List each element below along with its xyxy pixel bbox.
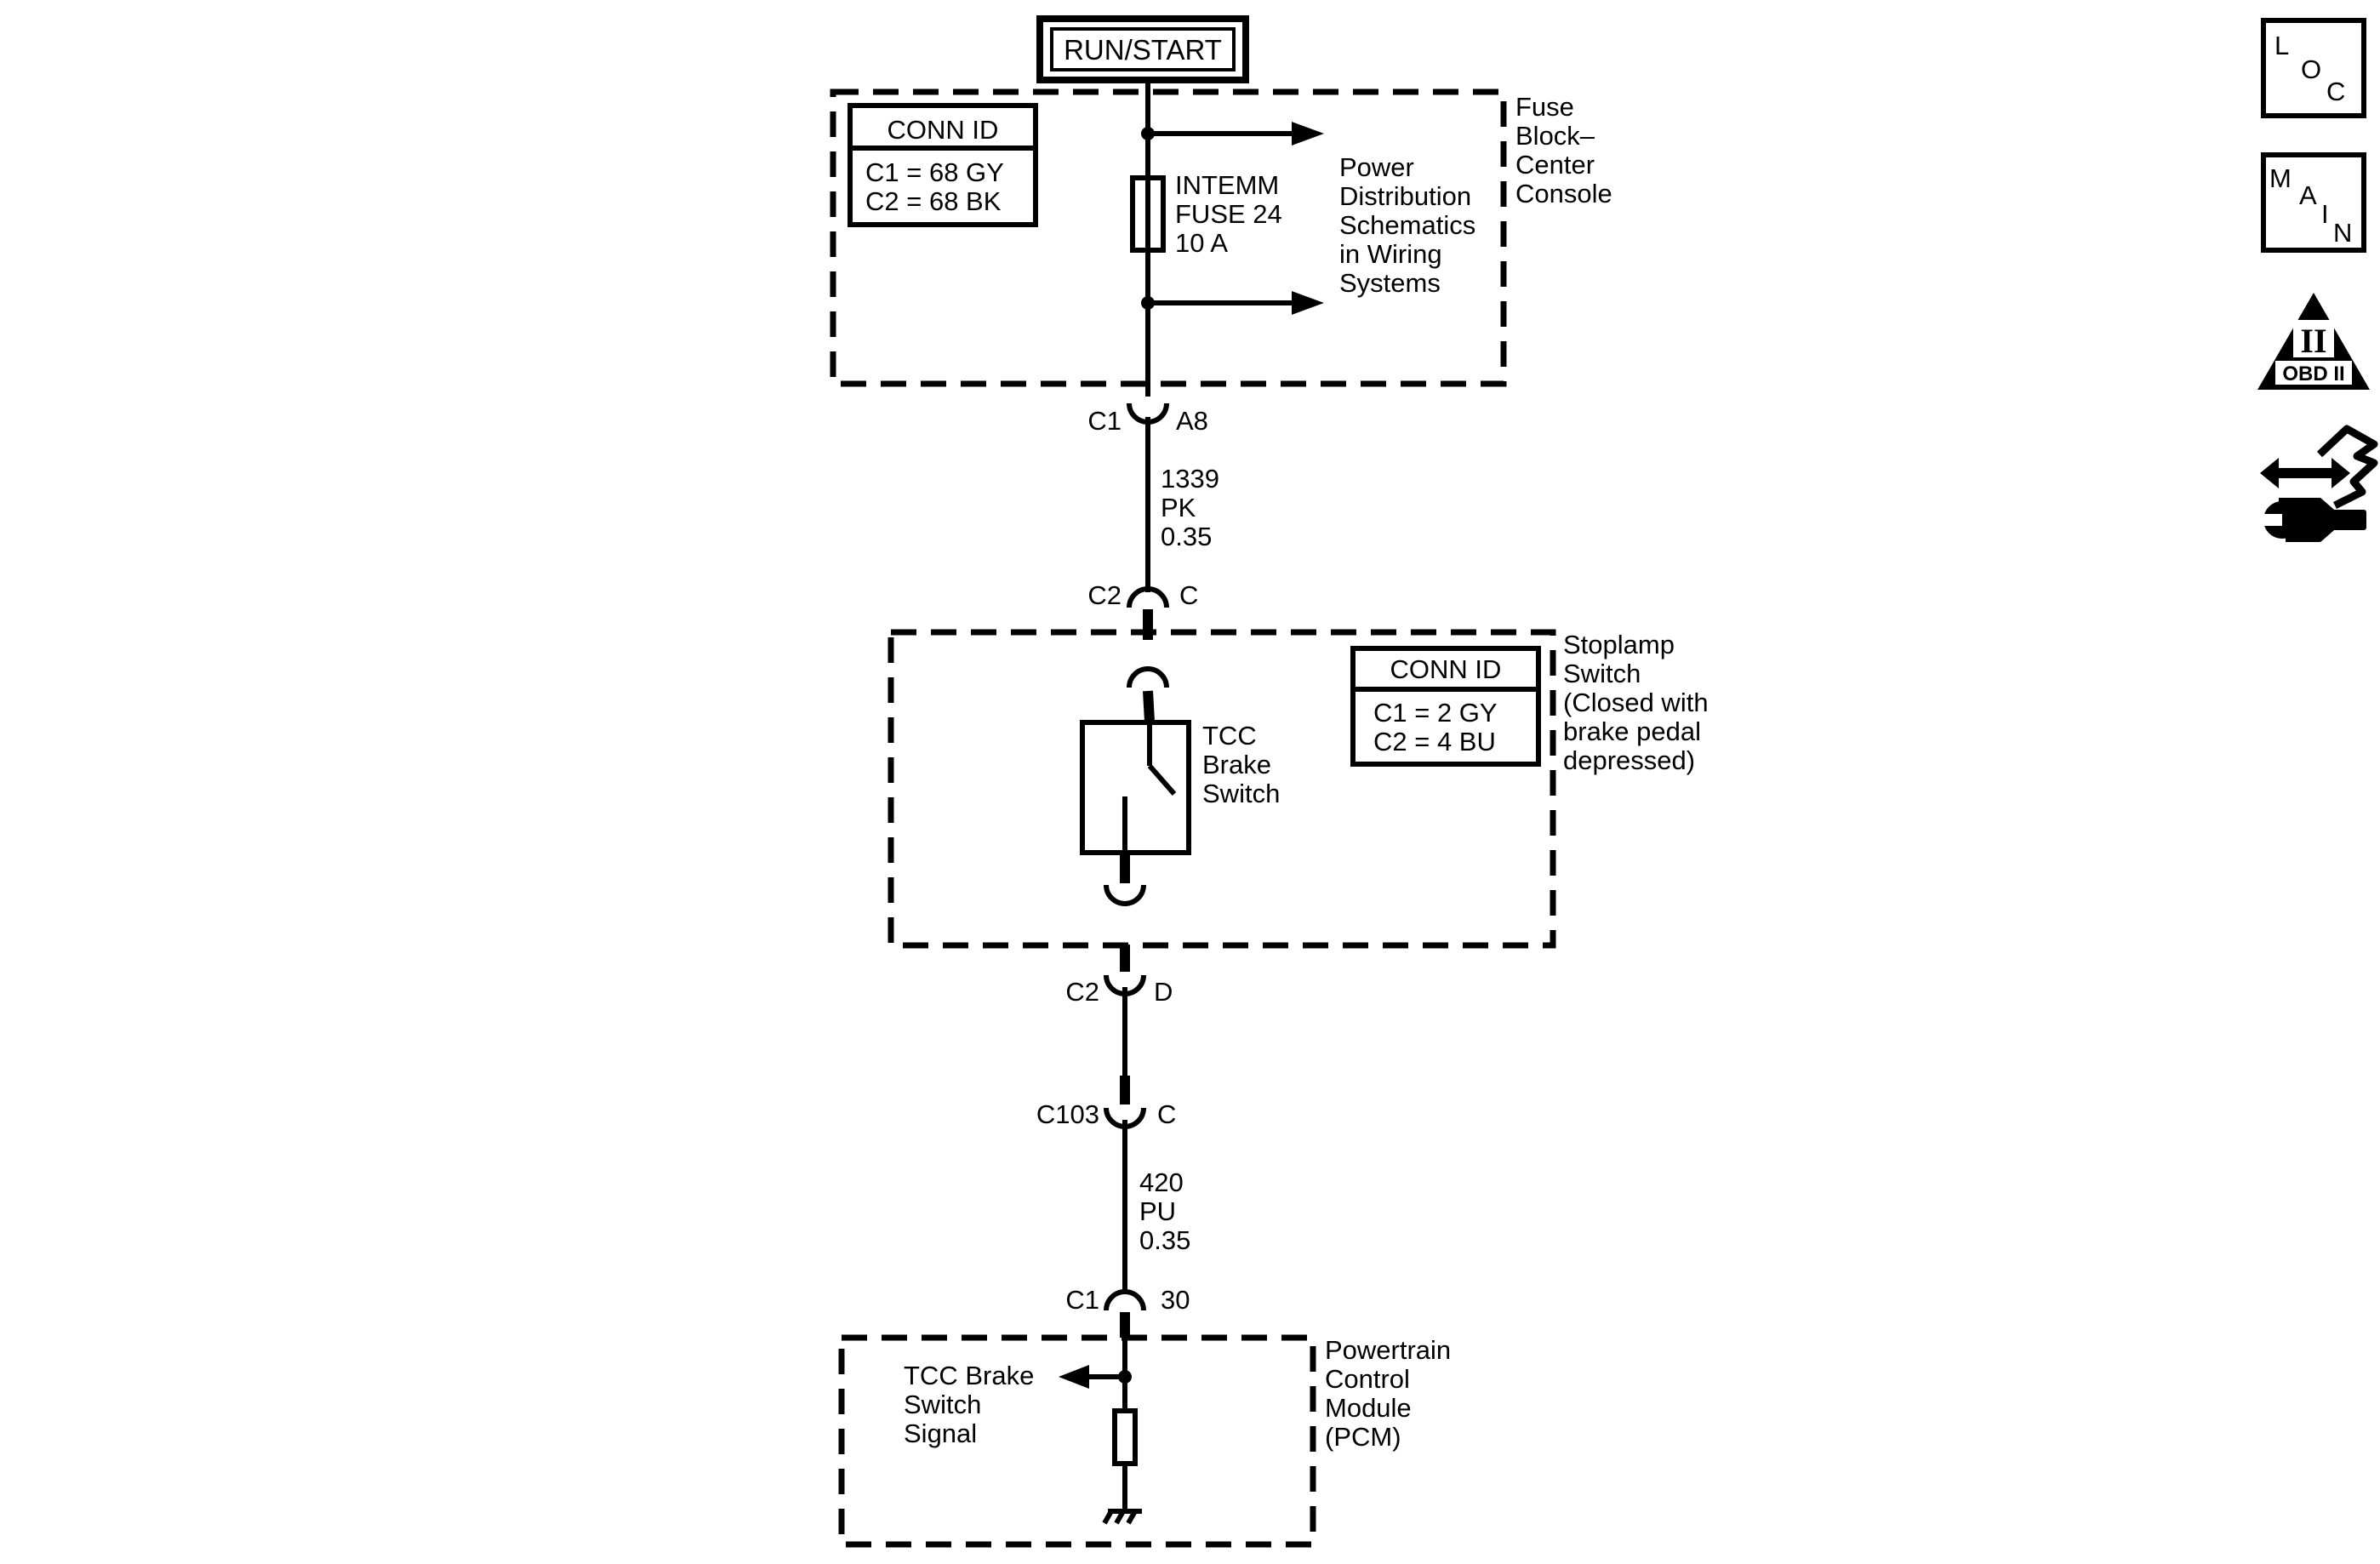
wire-1339-gauge: 0.35 bbox=[1161, 522, 1212, 551]
connector-name: C2 bbox=[1087, 580, 1122, 610]
fuse-block-outline bbox=[830, 88, 1507, 387]
fuse-label-3: 10 A bbox=[1175, 228, 1228, 258]
ground-icon bbox=[1102, 1509, 1142, 1525]
switch-contact-arm bbox=[1147, 764, 1177, 796]
switch-label-1: TCC bbox=[1202, 721, 1257, 751]
stoplamp-title-2: Switch bbox=[1563, 659, 1641, 688]
signal-label-1: TCC Brake bbox=[904, 1361, 1034, 1390]
conn-id-line-1: C1 = 68 GY bbox=[865, 157, 1004, 187]
tcc-brake-switch-body bbox=[1080, 720, 1191, 855]
svg-text:C: C bbox=[2326, 77, 2345, 106]
connector-pin: D bbox=[1154, 977, 1173, 1007]
pcm-outline bbox=[838, 1334, 1316, 1548]
svg-text:N: N bbox=[2333, 218, 2352, 248]
svg-text:OBD II: OBD II bbox=[2282, 362, 2344, 385]
connector-switch-c2-top: C2 C bbox=[1087, 580, 1198, 640]
switch-label-2: Brake bbox=[1202, 750, 1271, 779]
wire-1339-circuit: 1339 bbox=[1161, 464, 1219, 494]
power-note-4: in Wiring bbox=[1339, 239, 1442, 269]
fuse-block-title-3: Center bbox=[1515, 150, 1595, 180]
wire-420-color: PU bbox=[1139, 1196, 1176, 1226]
fuse-block: Fuse Block– Center Console CONN ID C1 = … bbox=[830, 80, 1612, 397]
stoplamp-switch-outline bbox=[888, 629, 1556, 949]
power-note-1: Power bbox=[1339, 152, 1414, 182]
pcm-title-4: (PCM) bbox=[1325, 1422, 1401, 1452]
power-note-5: Systems bbox=[1339, 268, 1441, 298]
loc-icon[interactable]: L O C bbox=[2261, 18, 2366, 118]
svg-text:M: M bbox=[2269, 163, 2292, 193]
fuse-label-1: INTEMM bbox=[1175, 170, 1279, 200]
switch-label-3: Switch bbox=[1202, 779, 1280, 808]
pcm-title-2: Control bbox=[1325, 1364, 1410, 1394]
arrow-right-icon bbox=[1292, 122, 1324, 146]
fuse-block-title-1: Fuse bbox=[1515, 92, 1574, 122]
connector-name: C1 bbox=[1065, 1285, 1099, 1315]
pcm-title-1: Powertrain bbox=[1325, 1335, 1451, 1365]
wire-1339-color: PK bbox=[1161, 493, 1196, 522]
stoplamp-title-4: brake pedal bbox=[1563, 716, 1701, 746]
pcm: Powertrain Control Module (PCM) TCC Brak… bbox=[838, 1334, 1451, 1548]
power-note-2: Distribution bbox=[1339, 181, 1471, 211]
connector-pcm-c1: C1 30 bbox=[1065, 1285, 1190, 1338]
wire-420-circuit: 420 bbox=[1139, 1167, 1184, 1197]
fuse-block-title-2: Block– bbox=[1515, 121, 1595, 151]
connector-pin: 30 bbox=[1161, 1285, 1190, 1315]
stoplamp-title-3: (Closed with bbox=[1563, 688, 1709, 717]
signal-label-2: Switch bbox=[904, 1390, 981, 1419]
conn-id-line-1: C1 = 2 GY bbox=[1373, 698, 1498, 728]
arrow-right-icon bbox=[1292, 291, 1324, 315]
power-source-box: RUN/START bbox=[1036, 15, 1249, 83]
fuse-label-2: FUSE 24 bbox=[1175, 199, 1282, 229]
svg-text:I: I bbox=[2321, 199, 2329, 229]
svg-text:L: L bbox=[2274, 31, 2289, 60]
pcm-title-3: Module bbox=[1325, 1393, 1412, 1423]
arrow-left-icon bbox=[1059, 1365, 1089, 1389]
fuse-block-title-4: Console bbox=[1515, 179, 1612, 208]
main-icon[interactable]: M A I N bbox=[2261, 152, 2366, 253]
svg-text:II: II bbox=[2300, 322, 2326, 360]
svg-text:A: A bbox=[2299, 180, 2317, 210]
connector-pin: C bbox=[1157, 1099, 1176, 1129]
diagnostic-tool-icon[interactable] bbox=[2260, 425, 2378, 542]
connector-name: C1 bbox=[1087, 406, 1122, 436]
resistor-symbol bbox=[1112, 1408, 1138, 1466]
stoplamp-conn-id: CONN ID C1 = 2 GY C2 = 4 BU bbox=[1350, 646, 1541, 767]
stoplamp-title-5: depressed) bbox=[1563, 745, 1695, 775]
conn-id-header: CONN ID bbox=[1390, 654, 1502, 684]
wire-420-gauge: 0.35 bbox=[1139, 1225, 1190, 1255]
connector-c103: C103 C bbox=[1036, 1076, 1176, 1129]
power-source-label: RUN/START bbox=[1064, 34, 1222, 66]
connector-pin: C bbox=[1179, 580, 1198, 610]
connector-pin: A8 bbox=[1176, 406, 1208, 436]
connector-name: C2 bbox=[1065, 977, 1099, 1007]
conn-id-line-2: C2 = 4 BU bbox=[1373, 727, 1496, 756]
connector-name: C103 bbox=[1036, 1099, 1099, 1129]
stoplamp-title-1: Stoplamp bbox=[1563, 630, 1675, 659]
stoplamp-switch: Stoplamp Switch (Closed with brake pedal… bbox=[888, 629, 1709, 949]
signal-label-3: Signal bbox=[904, 1418, 977, 1448]
svg-text:O: O bbox=[2301, 54, 2321, 84]
conn-id-header: CONN ID bbox=[888, 115, 999, 145]
conn-id-line-2: C2 = 68 BK bbox=[865, 186, 1002, 216]
obd-ii-icon[interactable]: II OBD II bbox=[2257, 293, 2370, 390]
fuse-block-conn-id: CONN ID C1 = 68 GY C2 = 68 BK bbox=[848, 103, 1038, 227]
power-note-3: Schematics bbox=[1339, 210, 1475, 240]
connector-switch-c2-bottom: C2 D bbox=[1065, 945, 1173, 1007]
